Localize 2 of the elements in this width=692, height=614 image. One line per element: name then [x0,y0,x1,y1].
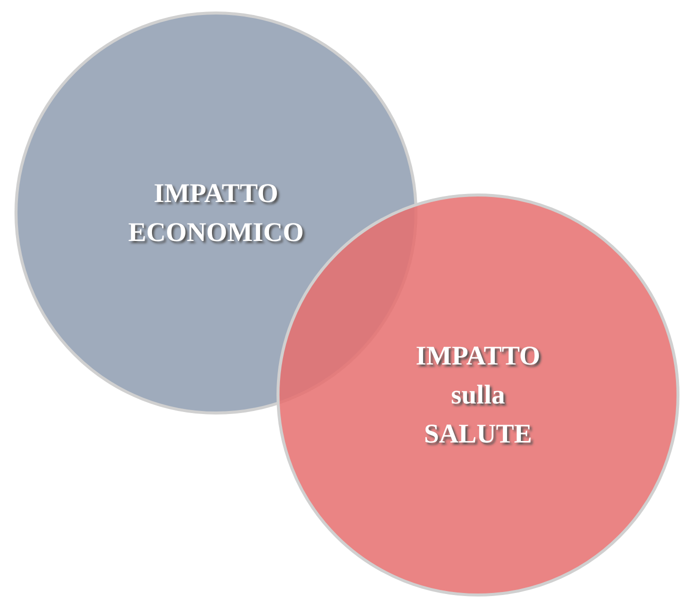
circle-label: IMPATTO sulla SALUTE [414,339,542,451]
circle-label: IMPATTO ECONOMICO [127,176,305,249]
